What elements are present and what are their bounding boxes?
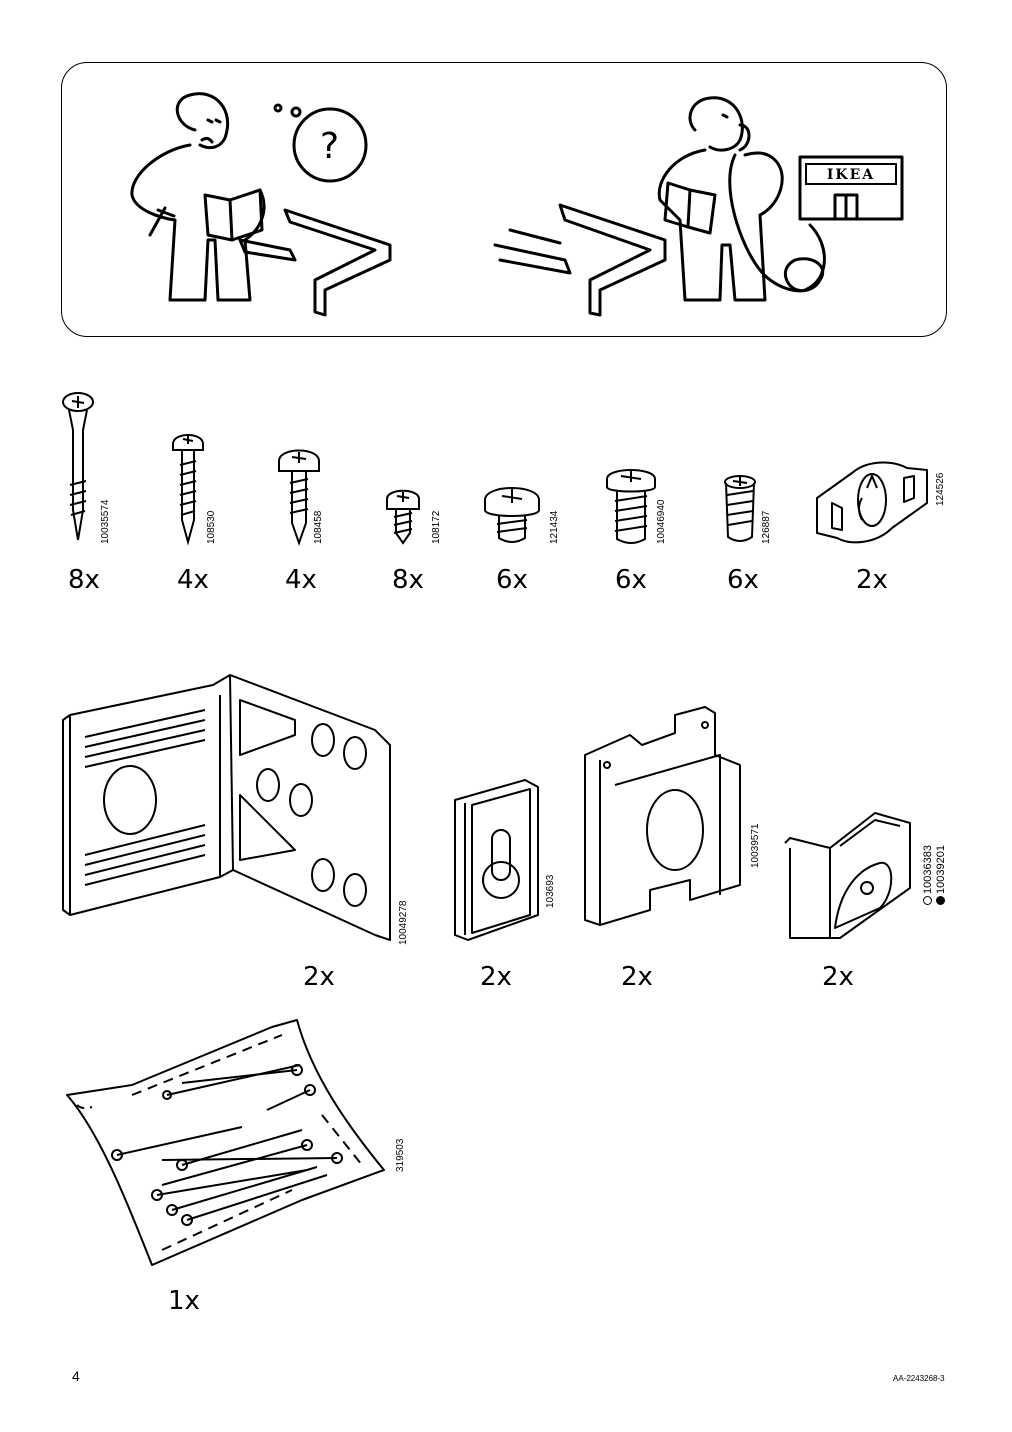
page-number: 4 bbox=[72, 1368, 80, 1384]
shelf-clip-icon bbox=[780, 808, 920, 943]
black-variant-code: 10039201 bbox=[935, 845, 947, 894]
help-panel bbox=[61, 62, 947, 337]
part-code: 103693 bbox=[545, 874, 556, 908]
quantity: 8x bbox=[68, 565, 100, 595]
black-variant-icon bbox=[936, 896, 945, 905]
quantity: 1x bbox=[168, 1286, 200, 1316]
quantity: 2x bbox=[480, 962, 512, 992]
part-code: 126887 bbox=[761, 510, 772, 544]
part-code: 108530 bbox=[206, 510, 217, 544]
white-variant-icon bbox=[923, 896, 932, 905]
part-code: 319503 bbox=[395, 1138, 406, 1172]
quantity: 6x bbox=[496, 565, 528, 595]
corner-bracket-icon bbox=[55, 665, 400, 950]
quantity: 6x bbox=[615, 565, 647, 595]
quantity: 2x bbox=[856, 565, 888, 595]
part-code: 10035574 bbox=[100, 499, 111, 545]
cam-dowel-icon bbox=[722, 473, 758, 545]
quantity: 4x bbox=[177, 565, 209, 595]
part-code: 10039571 bbox=[750, 823, 761, 869]
question-mark: ? bbox=[320, 126, 339, 167]
part-code: 121434 bbox=[549, 510, 560, 544]
mounting-plate-icon bbox=[580, 705, 745, 945]
quantity: 6x bbox=[727, 565, 759, 595]
euro-screw-icon bbox=[605, 465, 657, 545]
color-variant-legend: 10036383 10039201 bbox=[922, 845, 948, 905]
cam-lock-icon bbox=[812, 458, 932, 548]
wood-screw-icon bbox=[277, 445, 321, 545]
document-code: AA-2243268-3 bbox=[893, 1374, 945, 1383]
part-code: 10049278 bbox=[398, 900, 409, 946]
quantity: 2x bbox=[822, 962, 854, 992]
part-code: 124526 bbox=[935, 472, 946, 506]
quantity: 4x bbox=[285, 565, 317, 595]
confused-person-illustration: ? bbox=[120, 90, 410, 320]
nail-bag-icon bbox=[62, 1015, 387, 1270]
part-code: 108458 bbox=[313, 510, 324, 544]
calling-ikea-illustration: IKEA bbox=[490, 95, 910, 320]
long-screw-icon bbox=[60, 390, 96, 545]
ikea-store-sign: IKEA bbox=[827, 167, 875, 183]
wood-screw-icon bbox=[170, 430, 206, 545]
machine-screw-icon bbox=[482, 482, 542, 545]
quantity: 2x bbox=[621, 962, 653, 992]
part-code: 108172 bbox=[431, 510, 442, 544]
quantity: 8x bbox=[392, 565, 424, 595]
quantity: 2x bbox=[303, 962, 335, 992]
short-screw-icon bbox=[385, 487, 421, 545]
keyhole-plate-icon bbox=[450, 775, 545, 945]
white-variant-code: 10036383 bbox=[922, 845, 934, 894]
part-code: 10046940 bbox=[656, 499, 667, 545]
